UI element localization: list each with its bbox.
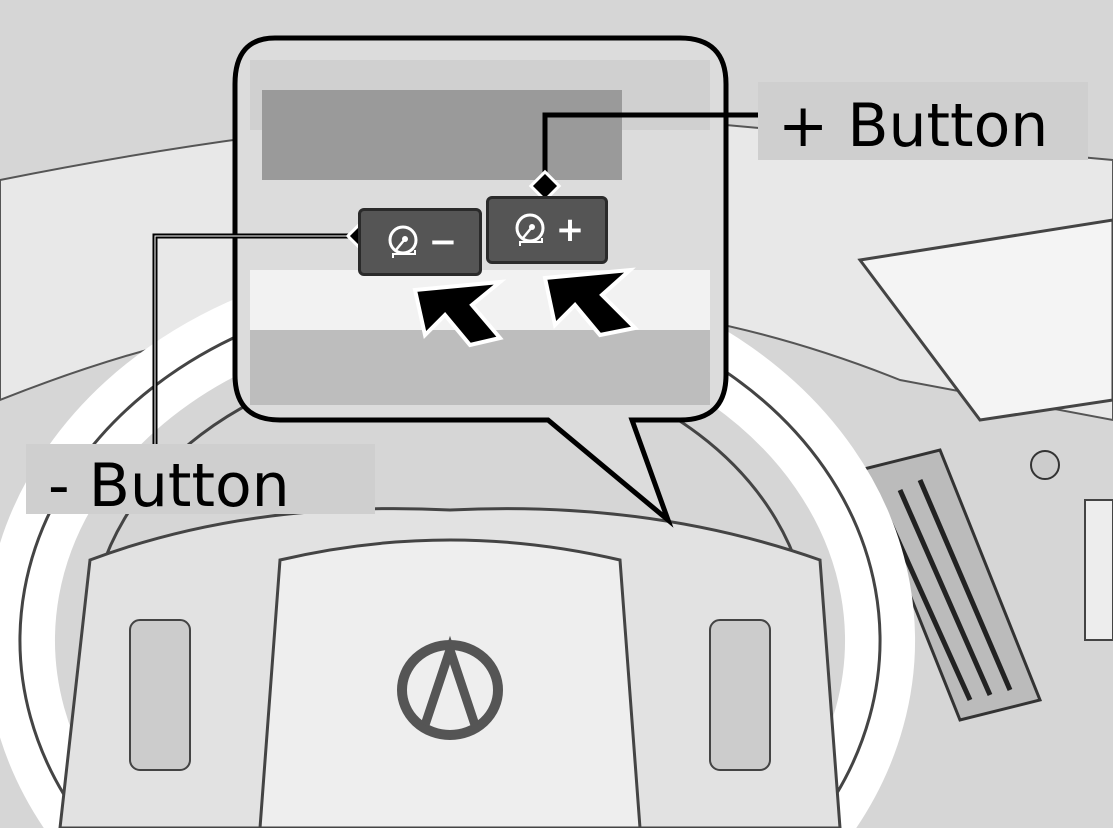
arrow-icon (412, 279, 507, 348)
air-vent (857, 448, 1043, 722)
speedometer-icon (515, 213, 545, 246)
speed-minus-button[interactable]: − (358, 208, 482, 276)
steering-wheel (0, 255, 915, 828)
leader-marker (528, 169, 562, 203)
plus-sign: + (555, 210, 585, 250)
minus-sign: − (428, 222, 458, 262)
zoom-callout (232, 35, 729, 528)
speedometer-icon (388, 225, 418, 258)
plus-button-label: + Button (758, 82, 1088, 160)
arrow-icon (542, 267, 640, 338)
speed-plus-button[interactable]: + (486, 196, 608, 264)
acura-logo (397, 635, 503, 740)
minus-button-label: - Button (26, 444, 375, 516)
